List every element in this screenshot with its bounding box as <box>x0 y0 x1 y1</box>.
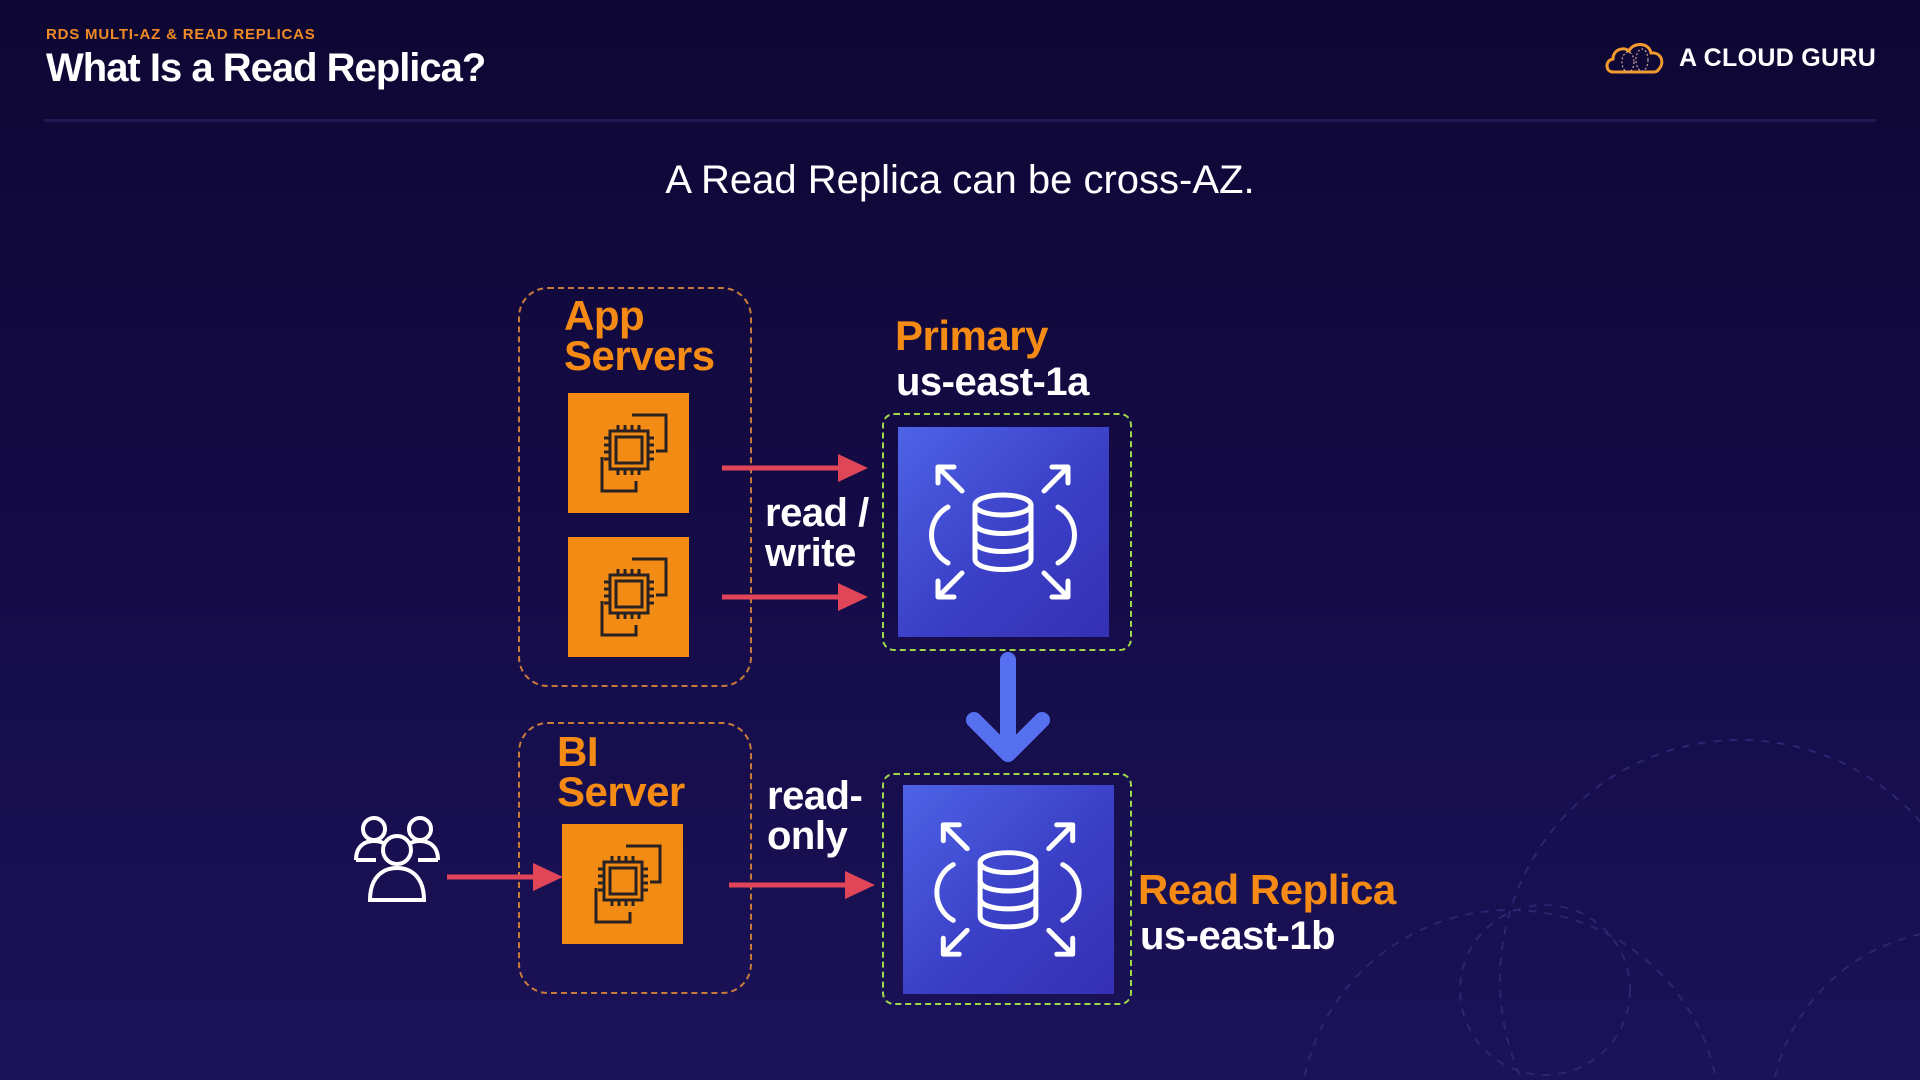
bi-server-label-line2: Server <box>557 768 685 815</box>
page-title: What Is a Read Replica? <box>46 46 486 90</box>
app-servers-group <box>518 287 752 687</box>
section-kicker: RDS MULTI-AZ & READ REPLICAS <box>46 26 316 43</box>
app-servers-label: App Servers <box>564 292 715 379</box>
read-write-arrow-2 <box>722 583 868 611</box>
bi-server-group <box>518 722 752 994</box>
ec2-instance-icon <box>594 844 662 924</box>
primary-role-label: Primary <box>895 312 1048 359</box>
users-group-icon <box>354 816 440 902</box>
replica-az-boundary <box>882 773 1132 1005</box>
bi-server[interactable] <box>562 824 683 944</box>
app-servers-label-line1: App <box>564 292 645 339</box>
read-only-label: read- only <box>767 774 863 858</box>
replication-arrow <box>966 652 1050 762</box>
users-to-bi-arrow <box>447 863 563 891</box>
replica-role-label: Read Replica <box>1138 866 1396 913</box>
app-server-1[interactable] <box>568 393 689 513</box>
read-write-label-line2: write <box>765 531 856 575</box>
primary-az-label: us-east-1a <box>896 360 1089 404</box>
app-servers-label-line2: Servers <box>564 332 715 379</box>
ec2-instance-icon <box>600 413 668 493</box>
bi-server-label: BI Server <box>557 728 685 815</box>
app-server-2[interactable] <box>568 537 689 657</box>
replica-database[interactable] <box>903 785 1114 994</box>
header-divider <box>44 119 1876 122</box>
rds-database-icon <box>934 822 1082 957</box>
bi-server-label-line1: BI <box>557 728 598 775</box>
primary-database[interactable] <box>898 427 1109 637</box>
read-write-label: read / write <box>765 493 869 573</box>
brand-logo: A CLOUD GURU <box>1603 38 1876 78</box>
brand-name: A CLOUD GURU <box>1679 43 1877 72</box>
slide-subtitle: A Read Replica can be cross-AZ. <box>665 158 1255 202</box>
read-write-arrow-1 <box>722 454 868 482</box>
read-write-label-line1: read / <box>765 491 869 535</box>
read-only-label-line1: read- <box>767 774 863 818</box>
read-only-arrow <box>729 871 875 899</box>
replica-az-label: us-east-1b <box>1140 914 1336 958</box>
ec2-instance-icon <box>600 557 668 637</box>
primary-az-boundary <box>882 413 1132 651</box>
rds-database-icon <box>929 464 1077 600</box>
cloud-logo-icon <box>1605 43 1664 74</box>
read-only-label-line2: only <box>767 814 848 858</box>
